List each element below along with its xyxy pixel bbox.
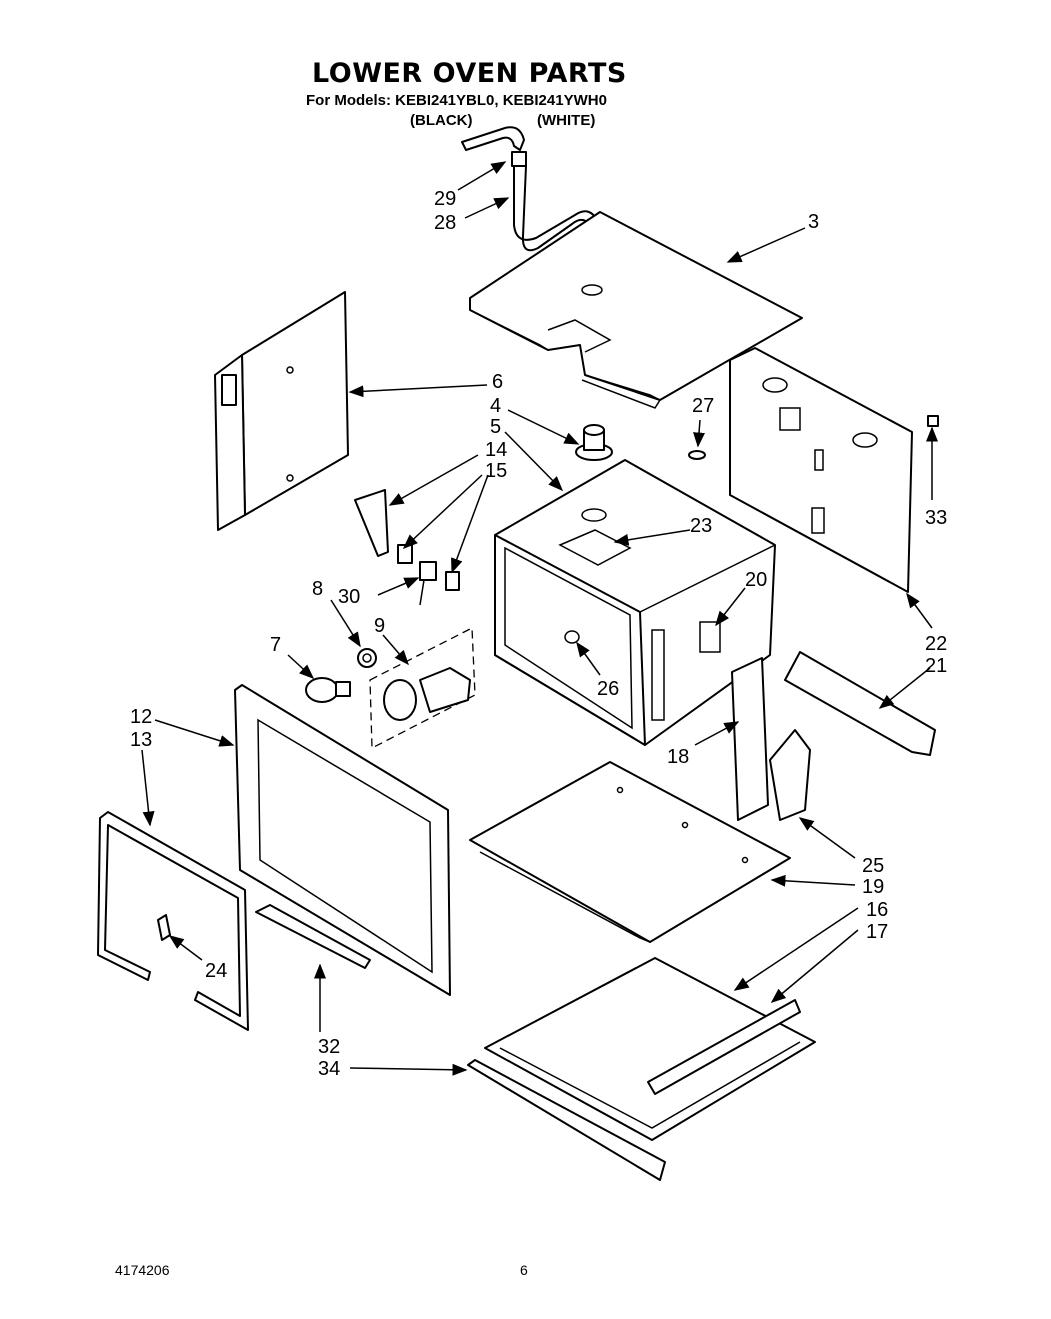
- callout-20: 20: [745, 569, 767, 591]
- callout-14: 14: [485, 439, 507, 461]
- callout-33: 33: [925, 507, 947, 529]
- callout-19: 19: [862, 876, 884, 898]
- front-trim-part: [467, 1059, 666, 1181]
- callout-22: 22: [925, 633, 947, 655]
- callout-34: 34: [318, 1058, 340, 1080]
- callout-8: 8: [312, 578, 323, 600]
- callout-9: 9: [374, 615, 385, 637]
- variant-black-label: (BLACK): [410, 112, 473, 129]
- door-frame-part: [234, 684, 451, 996]
- light-bulb-part: [305, 677, 351, 703]
- page-title: LOWER OVEN PARTS: [312, 58, 627, 89]
- callout-13: 13: [130, 729, 152, 751]
- leader-lines: [141, 161, 938, 1076]
- callout-18: 18: [667, 746, 689, 768]
- bottom-panel-part: [469, 761, 791, 943]
- vent-fitting-part: [575, 424, 613, 461]
- document-number: 4174206: [115, 1262, 170, 1278]
- callout-29: 29: [434, 188, 456, 210]
- callout-15: 15: [485, 460, 507, 482]
- callout-21: 21: [925, 655, 947, 677]
- side-bracket-part: [731, 657, 769, 821]
- callout-5: 5: [490, 416, 501, 438]
- door-vent-part: [255, 904, 371, 969]
- callout-28: 28: [434, 212, 456, 234]
- bottom-tray-part: [484, 957, 816, 1141]
- callout-25: 25: [862, 855, 884, 877]
- callout-7: 7: [270, 634, 281, 656]
- callout-4: 4: [490, 395, 501, 417]
- top-panel-part: [469, 211, 803, 409]
- hinge-part: [769, 729, 811, 821]
- callout-27: 27: [692, 395, 714, 417]
- screw-33-part: [927, 415, 939, 427]
- callout-12: 12: [130, 706, 152, 728]
- callout-30: 30: [338, 586, 360, 608]
- variant-white-label: (WHITE): [537, 112, 596, 129]
- page-number: 6: [520, 1262, 528, 1278]
- callout-32: 32: [318, 1036, 340, 1058]
- rear-panel-part: [729, 347, 913, 593]
- lamp-socket-part: [369, 626, 476, 750]
- callout-23: 23: [690, 515, 712, 537]
- oven-cavity-part: [494, 459, 776, 746]
- vent-tube-part: [461, 126, 599, 252]
- washer-8-part: [357, 648, 377, 668]
- rail-part: [784, 651, 936, 756]
- callout-3: 3: [808, 211, 819, 233]
- left-side-panel-part: [214, 291, 349, 531]
- callout-17: 17: [866, 921, 888, 943]
- callout-16: 16: [866, 899, 888, 921]
- switch-parts: [354, 489, 460, 606]
- door-seal-part: [97, 811, 249, 1031]
- plug-27-part: [688, 450, 706, 460]
- callout-26: 26: [597, 678, 619, 700]
- door-latch-part: [157, 914, 171, 941]
- callout-24: 24: [205, 960, 227, 982]
- callout-6: 6: [492, 371, 503, 393]
- models-line: For Models: KEBI241YBL0, KEBI241YWH0: [306, 92, 607, 109]
